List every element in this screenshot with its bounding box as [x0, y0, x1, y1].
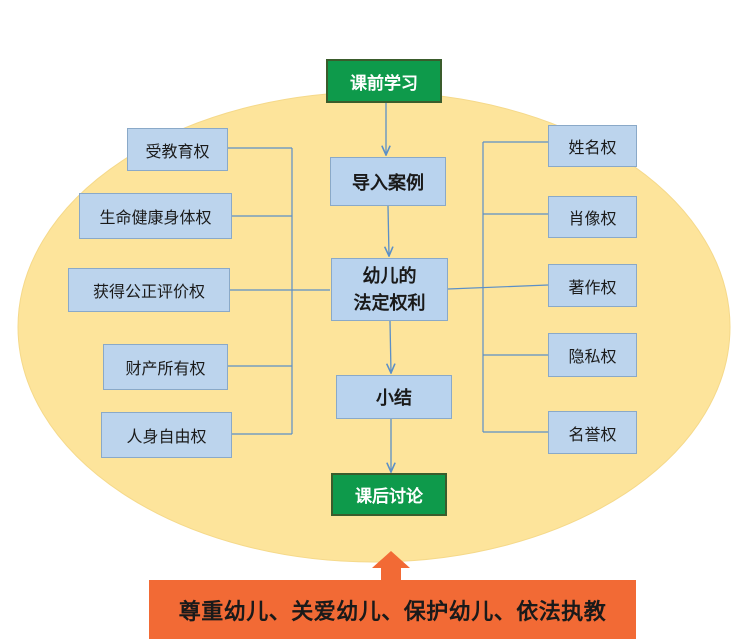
left-right-item[interactable]: 财产所有权 [103, 344, 228, 390]
legal-rights-box[interactable]: 幼儿的 法定权利 [331, 258, 448, 321]
case-intro-box[interactable]: 导入案例 [330, 157, 446, 206]
legal-rights-label-line2: 法定权利 [353, 292, 426, 314]
right-right-item[interactable]: 姓名权 [548, 125, 637, 167]
pre-study-box[interactable]: 课前学习 [326, 59, 442, 103]
legal-rights-label-line1: 幼儿的 [362, 265, 417, 287]
post-discussion-label: 课后讨论 [355, 487, 423, 507]
left-right-label: 人身自由权 [126, 427, 207, 446]
left-right-item[interactable]: 受教育权 [127, 128, 228, 171]
left-right-label: 获得公正评价权 [92, 282, 205, 301]
principle-banner: 尊重幼儿、关爱幼儿、保护幼儿、依法执教 [149, 580, 636, 639]
up-arrow [372, 551, 410, 580]
right-right-label: 隐私权 [568, 347, 617, 366]
summary-label: 小结 [376, 388, 412, 409]
flow-connectors [386, 103, 391, 472]
left-right-item[interactable]: 获得公正评价权 [68, 268, 230, 312]
right-right-item[interactable]: 肖像权 [548, 196, 637, 238]
right-right-label: 肖像权 [568, 209, 617, 228]
right-right-label: 著作权 [568, 277, 617, 297]
pre-study-label: 课前学习 [350, 73, 418, 94]
left-bracket [228, 147, 330, 435]
right-right-item[interactable]: 隐私权 [548, 333, 637, 377]
left-right-label: 生命健康身体权 [99, 208, 212, 227]
post-discussion-box[interactable]: 课后讨论 [331, 473, 447, 516]
left-right-label: 财产所有权 [125, 359, 206, 378]
summary-box[interactable]: 小结 [336, 375, 452, 419]
principle-banner-text: 尊重幼儿、关爱幼儿、保护幼儿、依法执教 [178, 598, 607, 625]
left-right-item[interactable]: 人身自由权 [101, 412, 232, 458]
left-right-label: 受教育权 [145, 141, 210, 161]
right-right-item[interactable]: 名誉权 [548, 411, 637, 454]
left-right-item[interactable]: 生命健康身体权 [79, 193, 232, 239]
right-right-item[interactable]: 著作权 [548, 264, 637, 307]
right-right-label: 名誉权 [568, 424, 617, 444]
right-bracket [447, 141, 549, 433]
case-intro-label: 导入案例 [352, 172, 424, 194]
right-right-label: 姓名权 [568, 138, 617, 157]
